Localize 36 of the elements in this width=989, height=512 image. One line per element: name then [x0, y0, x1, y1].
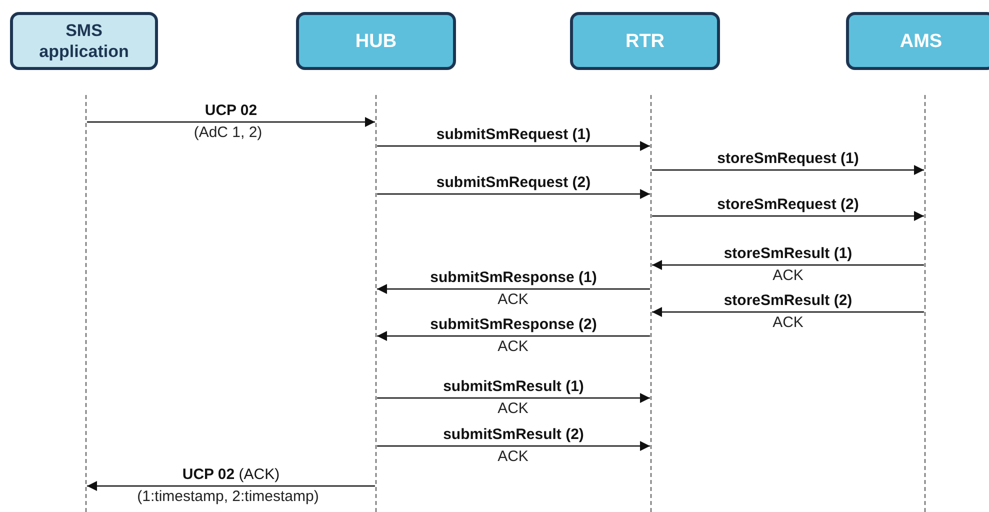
participant-box: RTR: [570, 12, 720, 70]
message-arrow: [377, 331, 650, 341]
message-note: ACK: [498, 338, 528, 355]
message-label: submitSmRequest (2): [436, 174, 591, 191]
message-note: ACK: [498, 400, 528, 417]
message-arrow: [87, 117, 375, 127]
message-label: submitSmResult (1): [443, 378, 584, 395]
message-arrow: [377, 189, 650, 199]
message-arrow: [652, 307, 924, 317]
message-label: storeSmResult (2): [724, 292, 852, 309]
message-label: submitSmResult (2): [443, 426, 584, 443]
message-label: submitSmResponse (1): [430, 269, 597, 286]
message-arrow: [652, 211, 924, 221]
message-arrow: [377, 141, 650, 151]
message-note: ACK: [498, 291, 528, 308]
message-label: storeSmResult (1): [724, 245, 852, 262]
message-label: submitSmRequest (1): [436, 126, 591, 143]
message-arrow: [377, 441, 650, 451]
message-arrow: [652, 165, 924, 175]
message-label: storeSmRequest (1): [717, 150, 859, 167]
message-note: (AdC 1, 2): [194, 124, 262, 141]
message-label: UCP 02: [204, 102, 258, 119]
message-arrow: [377, 284, 650, 294]
message-label: storeSmRequest (2): [717, 196, 859, 213]
message-note: ACK: [772, 314, 804, 331]
participant-box: HUB: [296, 12, 456, 70]
message-note: ACK: [498, 448, 528, 465]
message-note: ACK: [772, 267, 804, 284]
message-label: submitSmResponse (2): [430, 316, 597, 333]
participant-box: AMS: [846, 12, 989, 70]
participant-box: SMS application: [10, 12, 158, 70]
message-note: (1:timestamp, 2:timestamp): [137, 488, 319, 505]
message-arrow: [87, 481, 375, 491]
message-label: UCP 02 (ACK): [182, 466, 280, 483]
message-arrow: [652, 260, 924, 270]
message-arrow: [377, 393, 650, 403]
